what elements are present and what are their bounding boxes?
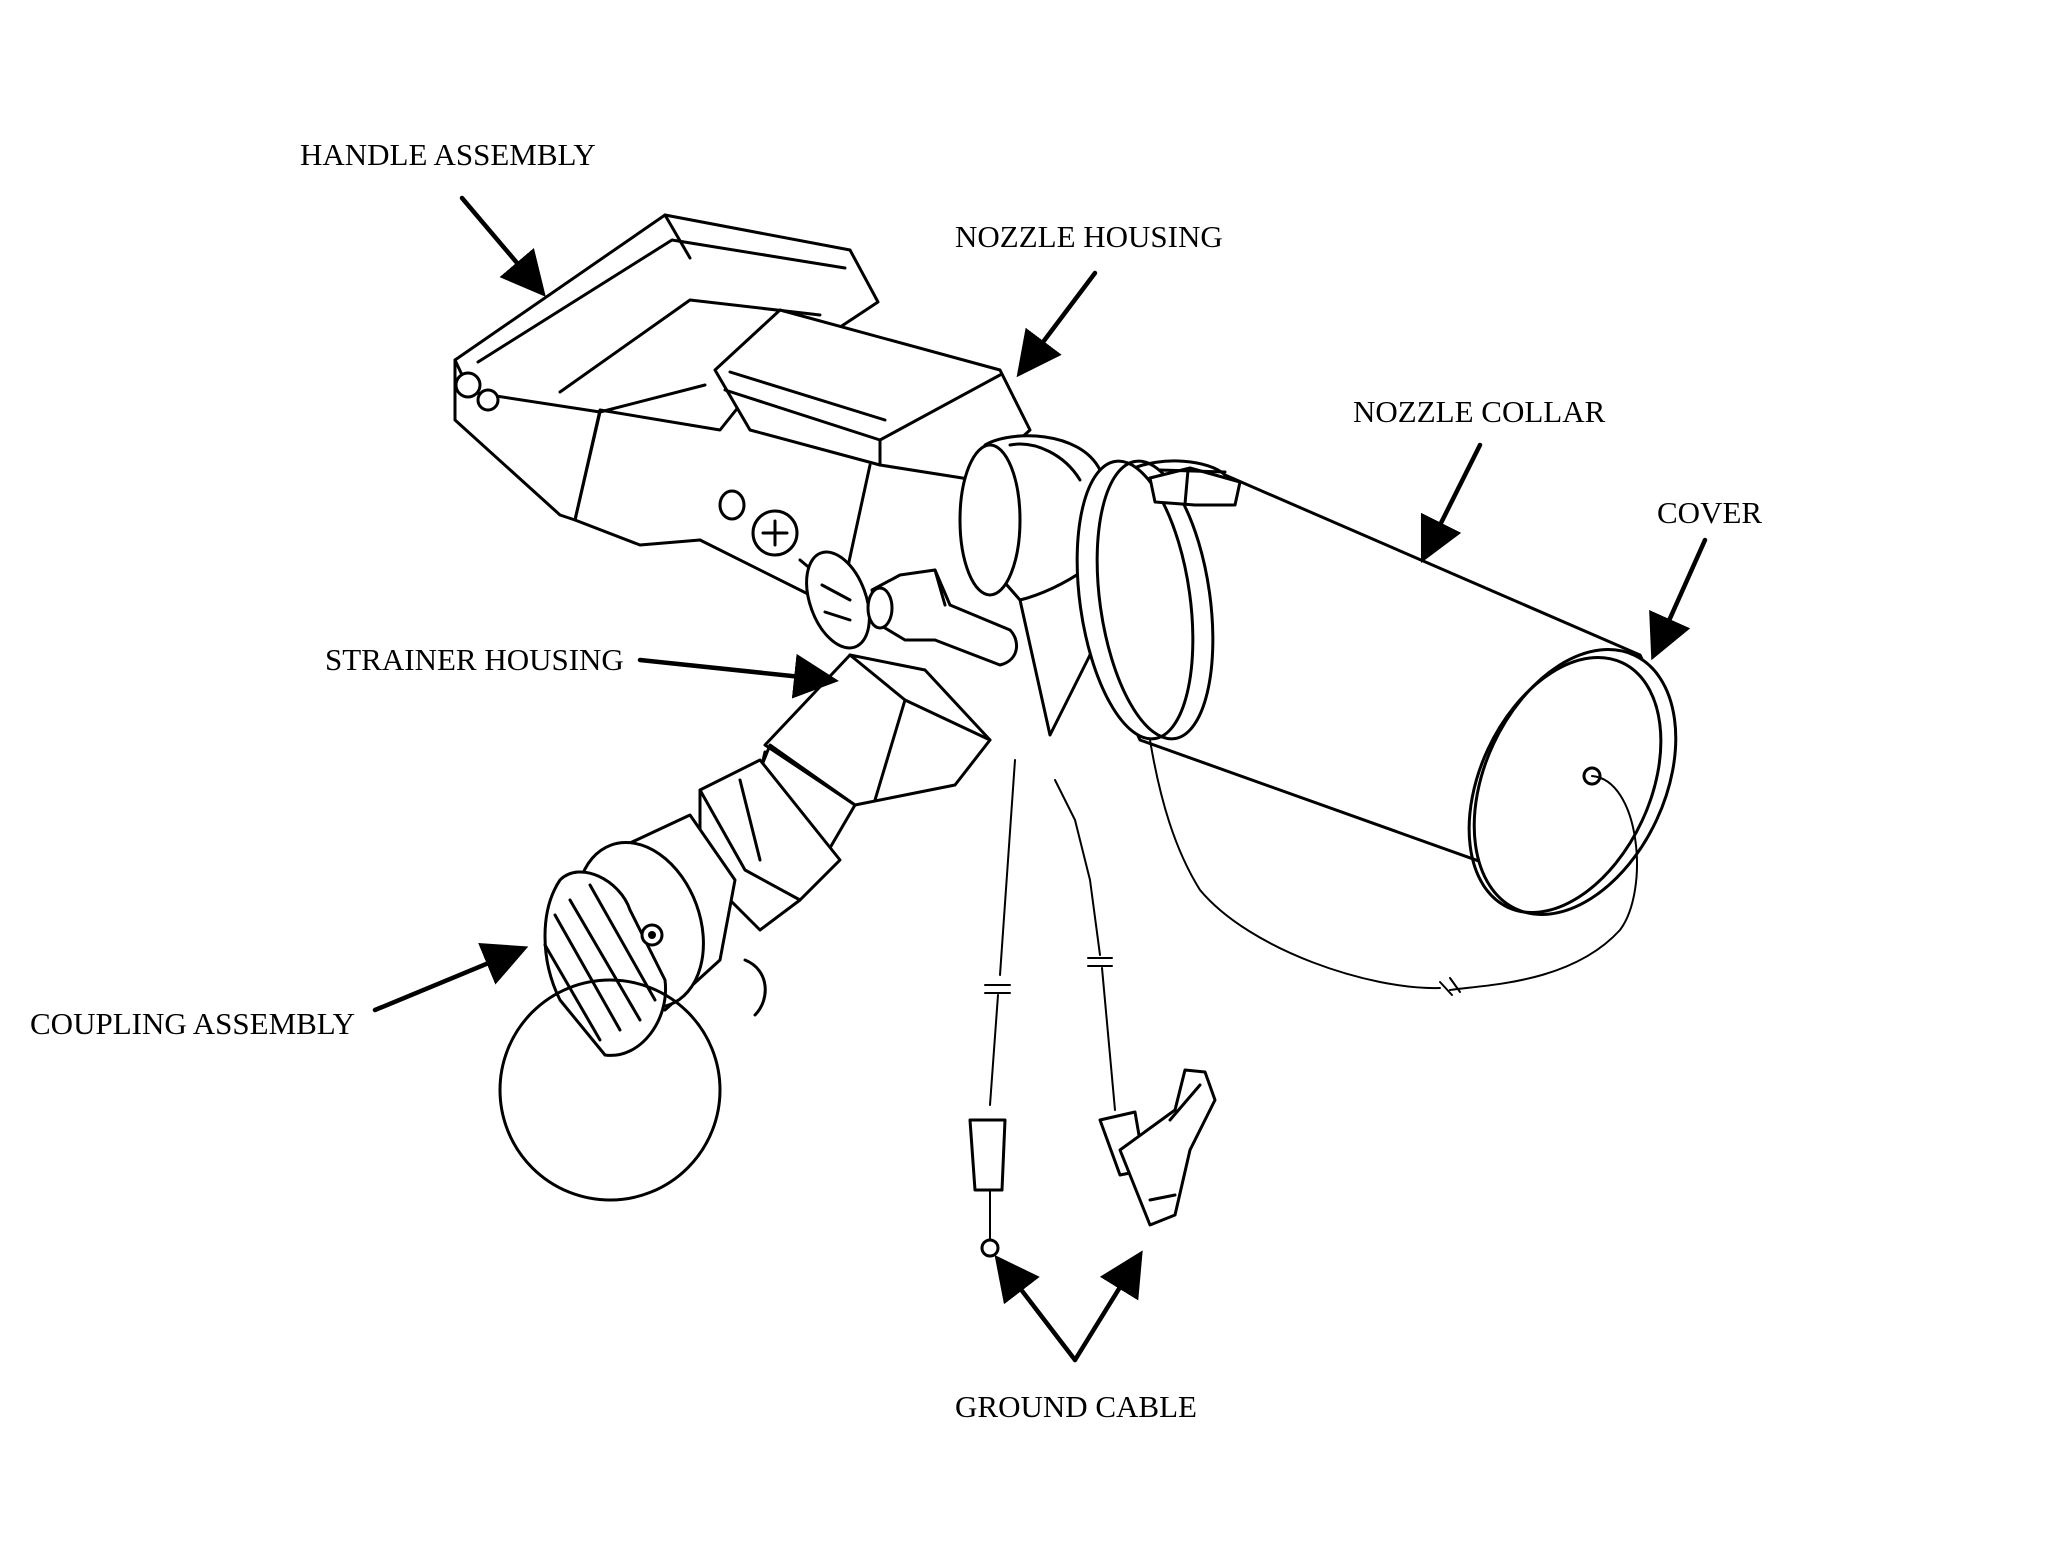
- strainer-housing-label: STRAINER HOUSING: [325, 642, 624, 677]
- nozzle-housing-leader: [1016, 270, 1098, 378]
- coupling-assembly-drawing: [498, 758, 842, 1202]
- nozzle-collar-label: NOZZLE COLLAR: [1353, 394, 1606, 429]
- ground-cable-leader-left: [994, 1254, 1078, 1363]
- ground-cable-label: GROUND CABLE: [955, 1389, 1197, 1424]
- nozzle-housing-label: NOZZLE HOUSING: [955, 219, 1223, 254]
- ground-cable-drawing: [968, 759, 1217, 1258]
- callout-labels: HANDLE ASSEMBLY NOZZLE HOUSING NOZZLE CO…: [30, 137, 1762, 1424]
- handle-assembly-label: HANDLE ASSEMBLY: [300, 137, 596, 172]
- cover-drawing: [1149, 648, 1678, 996]
- handle-assembly-leader: [459, 195, 546, 297]
- strainer-housing-leader: [637, 653, 839, 699]
- callout-leaders: [372, 195, 1708, 1363]
- cover-label: COVER: [1657, 495, 1762, 530]
- ground-cable-leader-right: [1072, 1250, 1143, 1363]
- coupling-assembly-leader: [372, 942, 529, 1013]
- handle-assembly-drawing: [453, 213, 880, 557]
- cover-leader: [1649, 537, 1708, 661]
- coupling-assembly-label: COUPLING ASSEMBLY: [30, 1006, 355, 1041]
- nozzle-collar-leader: [1420, 442, 1483, 564]
